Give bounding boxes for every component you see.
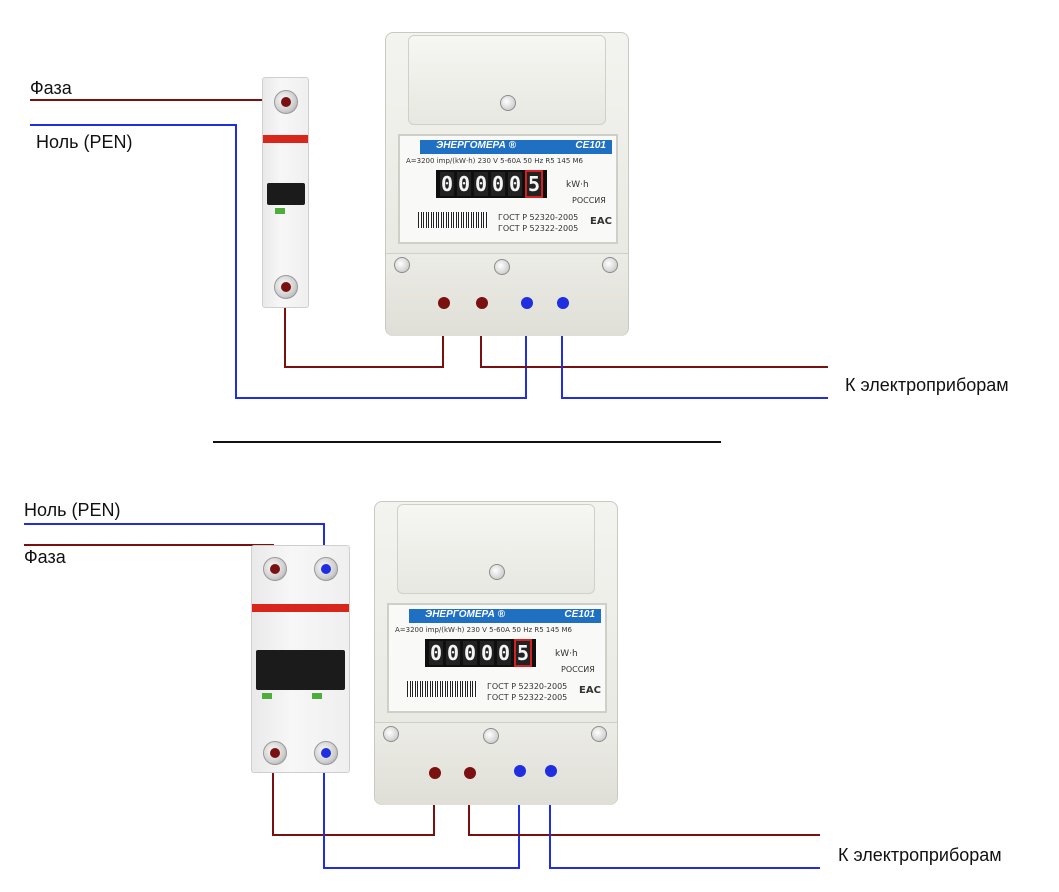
meter-brand-bar: ЭНЕРГОМЕРА ® CE101	[409, 609, 601, 623]
meter-gost-2: ГОСТ Р 52322-2005	[498, 224, 579, 233]
meter-top-cover	[397, 504, 595, 594]
meter-digit-1: 0	[429, 641, 443, 665]
meter-phase-in-terminal	[429, 767, 441, 779]
bottom-neutral-label: Ноль (PEN)	[24, 500, 121, 520]
breaker-bottom-neutral-terminal	[314, 741, 338, 765]
meter-mid-screw	[494, 259, 510, 275]
breaker-indicator	[275, 208, 285, 214]
meter-counter: 0 0 0 0 0 5	[436, 170, 547, 198]
meter-left-screw	[383, 726, 399, 742]
breaker-lever	[267, 183, 305, 205]
meter-top-screw	[489, 564, 505, 580]
top-neutral-label: Ноль (PEN)	[36, 132, 133, 152]
bottom-double-pole-breaker	[251, 545, 350, 773]
breaker-indicator-left	[262, 693, 272, 699]
meter-unit: kW·h	[555, 649, 578, 659]
meter-unit: kW·h	[566, 180, 589, 190]
meter-mid-screw	[483, 728, 499, 744]
meter-brand: ЭНЕРГОМЕРА ®	[436, 140, 516, 151]
meter-counter: 0 0 0 0 0 5	[425, 639, 536, 667]
meter-neutral-in-terminal	[514, 765, 526, 777]
meter-digit-6: 5	[525, 170, 543, 198]
bottom-to-appliances-label: К электроприборам	[838, 845, 1002, 865]
meter-digit-1: 0	[440, 172, 454, 196]
breaker-top-neutral-terminal	[314, 557, 338, 581]
meter-neutral-out-terminal	[557, 297, 569, 309]
meter-phase-in-terminal	[438, 297, 450, 309]
meter-digit-5: 0	[497, 641, 511, 665]
breaker-top-terminal	[274, 90, 298, 114]
bottom-energy-meter: ЭНЕРГОМЕРА ® CE101 A=3200 imp/(kW·h) 230…	[374, 501, 618, 805]
meter-neutral-in-terminal	[521, 297, 533, 309]
meter-country: РОССИЯ	[561, 665, 595, 674]
breaker-indicator-right	[312, 693, 322, 699]
meter-model: CE101	[564, 609, 595, 620]
breaker-red-band	[252, 604, 349, 612]
meter-barcode	[407, 681, 477, 697]
top-to-appliances-label: К электроприборам	[845, 375, 1009, 395]
meter-digit-3: 0	[463, 641, 477, 665]
meter-right-screw	[591, 726, 607, 742]
meter-faceplate: ЭНЕРГОМЕРА ® CE101 A=3200 imp/(kW·h) 230…	[398, 134, 618, 244]
meter-top-screw	[500, 95, 516, 111]
meter-gost-2: ГОСТ Р 52322-2005	[487, 693, 568, 702]
meter-digit-2: 0	[446, 641, 460, 665]
meter-phase-out-terminal	[476, 297, 488, 309]
bottom-phase-label: Фаза	[24, 547, 66, 567]
meter-neutral-out-terminal	[545, 765, 557, 777]
meter-country: РОССИЯ	[572, 196, 606, 205]
meter-gost-1: ГОСТ Р 52320-2005	[498, 213, 579, 222]
meter-digit-3: 0	[474, 172, 488, 196]
meter-eac-mark: EAC	[579, 685, 601, 696]
breaker-red-band	[263, 135, 308, 143]
meter-right-screw	[602, 257, 618, 273]
meter-faceplate: ЭНЕРГОМЕРА ® CE101 A=3200 imp/(kW·h) 230…	[387, 603, 607, 713]
breaker-bottom-terminal	[274, 275, 298, 299]
meter-spec-line: A=3200 imp/(kW·h) 230 V 5-60A 50 Hz R5 1…	[406, 157, 583, 165]
breaker-lever	[256, 650, 345, 690]
meter-digit-6: 5	[514, 639, 532, 667]
breaker-bottom-phase-terminal	[263, 741, 287, 765]
bottom-neutral-breaker-to-meter-wire	[323, 752, 520, 869]
meter-spec-line: A=3200 imp/(kW·h) 230 V 5-60A 50 Hz R5 1…	[395, 626, 572, 634]
meter-top-cover	[408, 35, 606, 125]
meter-eac-mark: EAC	[590, 216, 612, 227]
meter-digit-2: 0	[457, 172, 471, 196]
top-phase-label: Фаза	[30, 78, 72, 98]
top-single-pole-breaker	[262, 77, 309, 308]
meter-phase-out-terminal	[464, 767, 476, 779]
meter-left-screw	[394, 257, 410, 273]
meter-digit-4: 0	[480, 641, 494, 665]
meter-brand-bar: ЭНЕРГОМЕРА ® CE101	[420, 140, 612, 154]
meter-digit-5: 0	[508, 172, 522, 196]
meter-digit-4: 0	[491, 172, 505, 196]
top-energy-meter: ЭНЕРГОМЕРА ® CE101 A=3200 imp/(kW·h) 230…	[385, 32, 629, 336]
breaker-top-phase-terminal	[263, 557, 287, 581]
meter-brand: ЭНЕРГОМЕРА ®	[425, 609, 505, 620]
meter-gost-1: ГОСТ Р 52320-2005	[487, 682, 568, 691]
meter-model: CE101	[575, 140, 606, 151]
meter-barcode	[418, 212, 488, 228]
